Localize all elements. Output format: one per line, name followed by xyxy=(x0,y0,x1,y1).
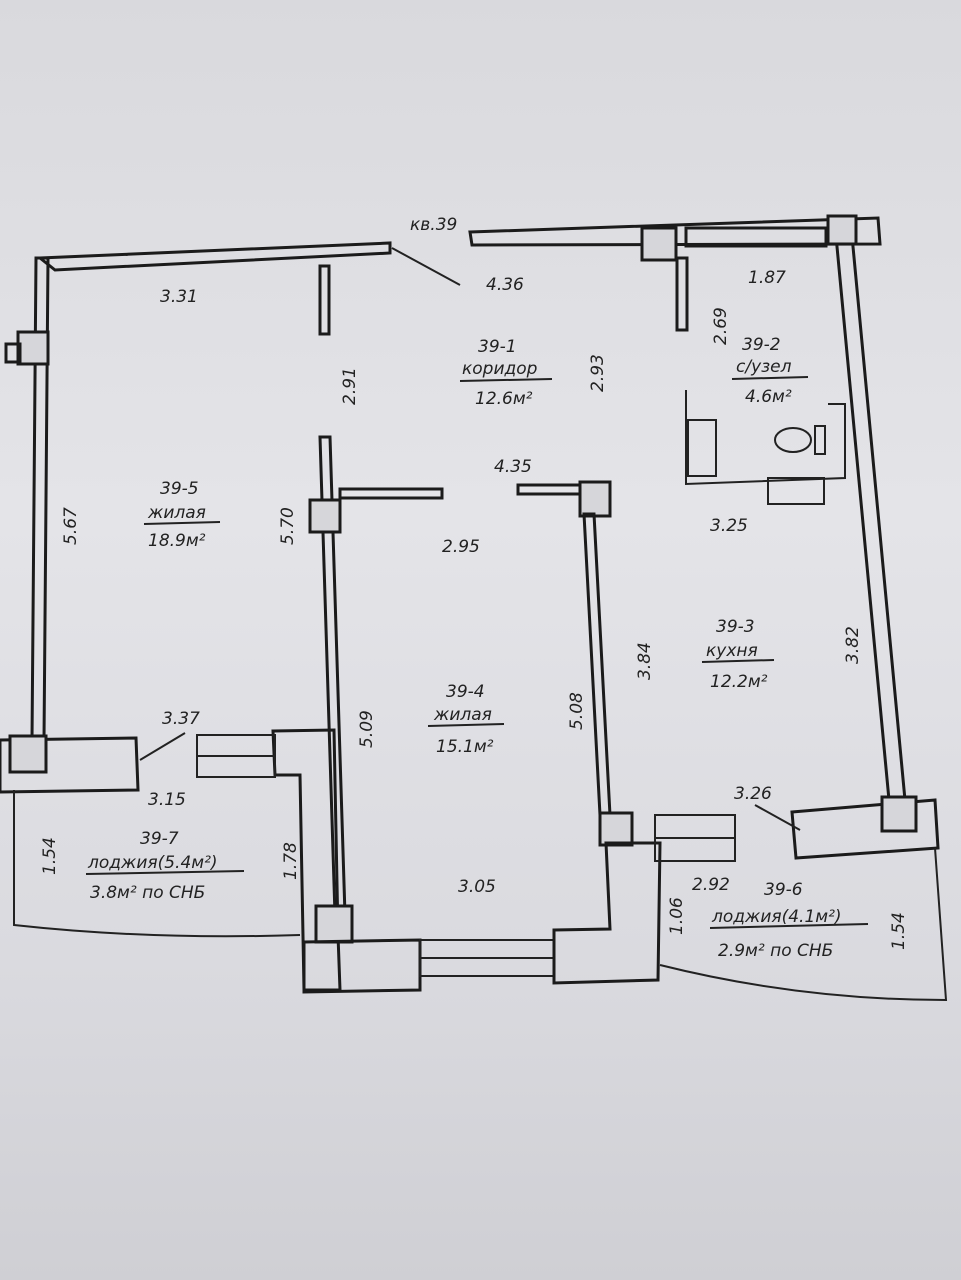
dim-315: 3.15 xyxy=(148,790,186,810)
partition-arm-right xyxy=(516,483,585,496)
room-39-3-id: 39-3 xyxy=(716,617,755,637)
room-39-1-id: 39-1 xyxy=(478,337,517,357)
column-center-right xyxy=(578,480,612,518)
room-39-1-underline xyxy=(459,378,553,382)
leader-apartment xyxy=(391,247,461,286)
toilet-icon xyxy=(774,427,812,453)
column-lower-right xyxy=(598,811,634,847)
partition-arm-left xyxy=(338,487,444,500)
room-39-7-area: 3.8м² по СНБ xyxy=(90,883,205,903)
room-39-7-underline xyxy=(85,870,245,875)
dim-570: 5.70 xyxy=(278,507,298,545)
dim-187: 1.87 xyxy=(748,268,786,288)
dim-382: 3.82 xyxy=(843,626,863,664)
dim-292: 2.92 xyxy=(692,875,730,895)
dim-436: 4.36 xyxy=(486,275,524,295)
room-39-5-name: жилая xyxy=(147,503,206,523)
loggia-6-curve xyxy=(659,847,948,1002)
loggia-7-frame xyxy=(271,728,342,992)
wall-bottom-left xyxy=(0,736,140,794)
dim-508: 5.08 xyxy=(567,692,587,730)
wall-bottom-center-left xyxy=(302,938,422,994)
wall-right xyxy=(834,234,907,802)
bath-column xyxy=(640,226,678,262)
room-39-3-underline xyxy=(701,659,775,663)
column-top-right xyxy=(826,214,858,246)
dim-295: 2.95 xyxy=(442,537,480,557)
dim-325: 3.25 xyxy=(710,516,748,536)
wall-bottom-center-right xyxy=(552,841,662,985)
room-39-2-name: с/узел xyxy=(736,357,792,377)
bath-fixture-2 xyxy=(767,477,825,505)
dim-293: 2.93 xyxy=(588,354,608,392)
loggia-7-curve xyxy=(13,790,301,938)
dim-291: 2.91 xyxy=(340,367,360,405)
wall-left-stub xyxy=(4,342,22,364)
dim-154-right: 1.54 xyxy=(889,912,909,950)
room-39-4-underline xyxy=(427,723,505,727)
dim-384: 3.84 xyxy=(635,642,655,680)
bath-wall-vert xyxy=(675,256,689,332)
wall-left-nub xyxy=(16,330,50,366)
toilet-tank xyxy=(814,425,826,455)
column-bottom-right xyxy=(880,795,918,833)
room-39-2-area: 4.6м² xyxy=(745,387,792,407)
leader-337 xyxy=(139,732,186,761)
room-39-6-underline xyxy=(709,923,869,929)
room-39-3-area: 12.2м² xyxy=(710,672,768,692)
room-39-4-name: жилая xyxy=(433,705,492,725)
dim-178: 1.78 xyxy=(281,842,301,880)
room-39-6-area: 2.9м² по СНБ xyxy=(718,941,833,961)
dim-567: 5.67 xyxy=(61,507,81,545)
column-center-left xyxy=(308,498,342,534)
dim-435: 4.35 xyxy=(494,457,532,477)
dim-326: 3.26 xyxy=(734,784,772,804)
room-39-4-area: 15.1м² xyxy=(436,737,494,757)
apartment-label: кв.39 xyxy=(410,215,457,235)
room-39-2-underline xyxy=(731,376,809,380)
dim-331: 3.31 xyxy=(160,287,198,307)
wall-top-right xyxy=(468,216,882,247)
dim-509: 5.09 xyxy=(357,710,377,748)
dim-154-left: 1.54 xyxy=(40,837,60,875)
column-bottom-left xyxy=(8,734,48,774)
wall-top-left xyxy=(35,241,392,272)
partition-39-4-right xyxy=(582,512,612,817)
dim-337: 3.37 xyxy=(162,709,200,729)
bath-fixture-1 xyxy=(687,419,717,477)
room-39-6-name: лоджия(4.1м²) xyxy=(711,907,842,927)
room-39-6-id: 39-6 xyxy=(764,880,803,900)
leader-326 xyxy=(754,804,801,831)
bath-wall-right-top xyxy=(684,226,828,248)
partition-stub-top xyxy=(318,264,331,336)
room-39-5-id: 39-5 xyxy=(160,479,199,499)
room-39-7-name: лоджия(5.4м²) xyxy=(87,853,218,873)
room-39-4-id: 39-4 xyxy=(446,682,485,702)
dim-305: 3.05 xyxy=(458,877,496,897)
room-39-3-name: кухня xyxy=(706,641,758,661)
room-39-2-id: 39-2 xyxy=(742,335,781,355)
column-bottom-center xyxy=(314,904,354,944)
dim-269: 2.69 xyxy=(711,307,731,345)
room-39-5-underline xyxy=(143,521,221,525)
wall-left xyxy=(30,256,50,742)
room-39-7-id: 39-7 xyxy=(140,829,179,849)
dim-106: 1.06 xyxy=(667,897,687,935)
room-39-5-area: 18.9м² xyxy=(148,531,206,551)
room-39-1-area: 12.6м² xyxy=(475,389,533,409)
room-39-1-name: коридор xyxy=(462,359,538,379)
bath-shaft xyxy=(685,390,846,486)
